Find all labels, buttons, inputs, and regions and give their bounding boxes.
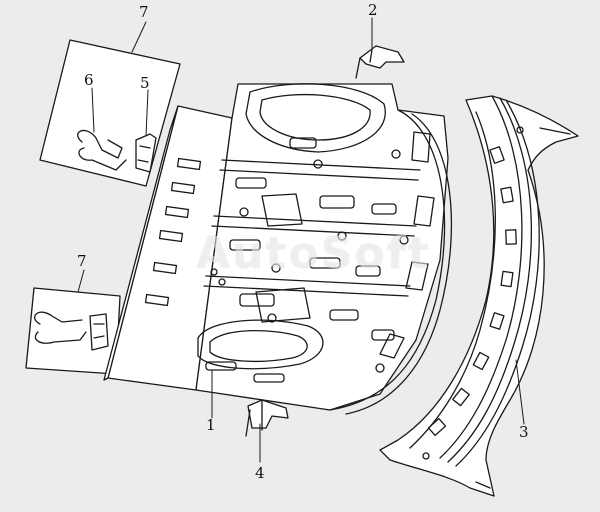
inset-box-top <box>39 39 181 187</box>
watermark-text: AutoSoft <box>196 228 431 279</box>
inset-box-left <box>25 287 121 375</box>
part-4-bracket <box>245 399 289 437</box>
callout-4: 4 <box>255 464 265 482</box>
part-6-hook-top <box>77 129 123 159</box>
part-1-rear-floor-panel <box>103 83 453 415</box>
callout-1: 1 <box>206 416 216 434</box>
leader-lines <box>77 17 525 463</box>
callout-7-top: 7 <box>139 3 149 21</box>
part-3-rear-cross-member <box>379 95 579 497</box>
part-5-bracket-top <box>135 133 157 173</box>
callout-5: 5 <box>140 74 150 92</box>
callout-6: 6 <box>84 71 94 89</box>
callout-7-left: 7 <box>77 252 87 270</box>
callout-2: 2 <box>368 1 378 19</box>
part-6-hook-left <box>34 311 83 325</box>
part-5-bracket-left <box>89 313 109 351</box>
callout-3: 3 <box>519 423 529 441</box>
part-2-bracket <box>355 45 405 79</box>
